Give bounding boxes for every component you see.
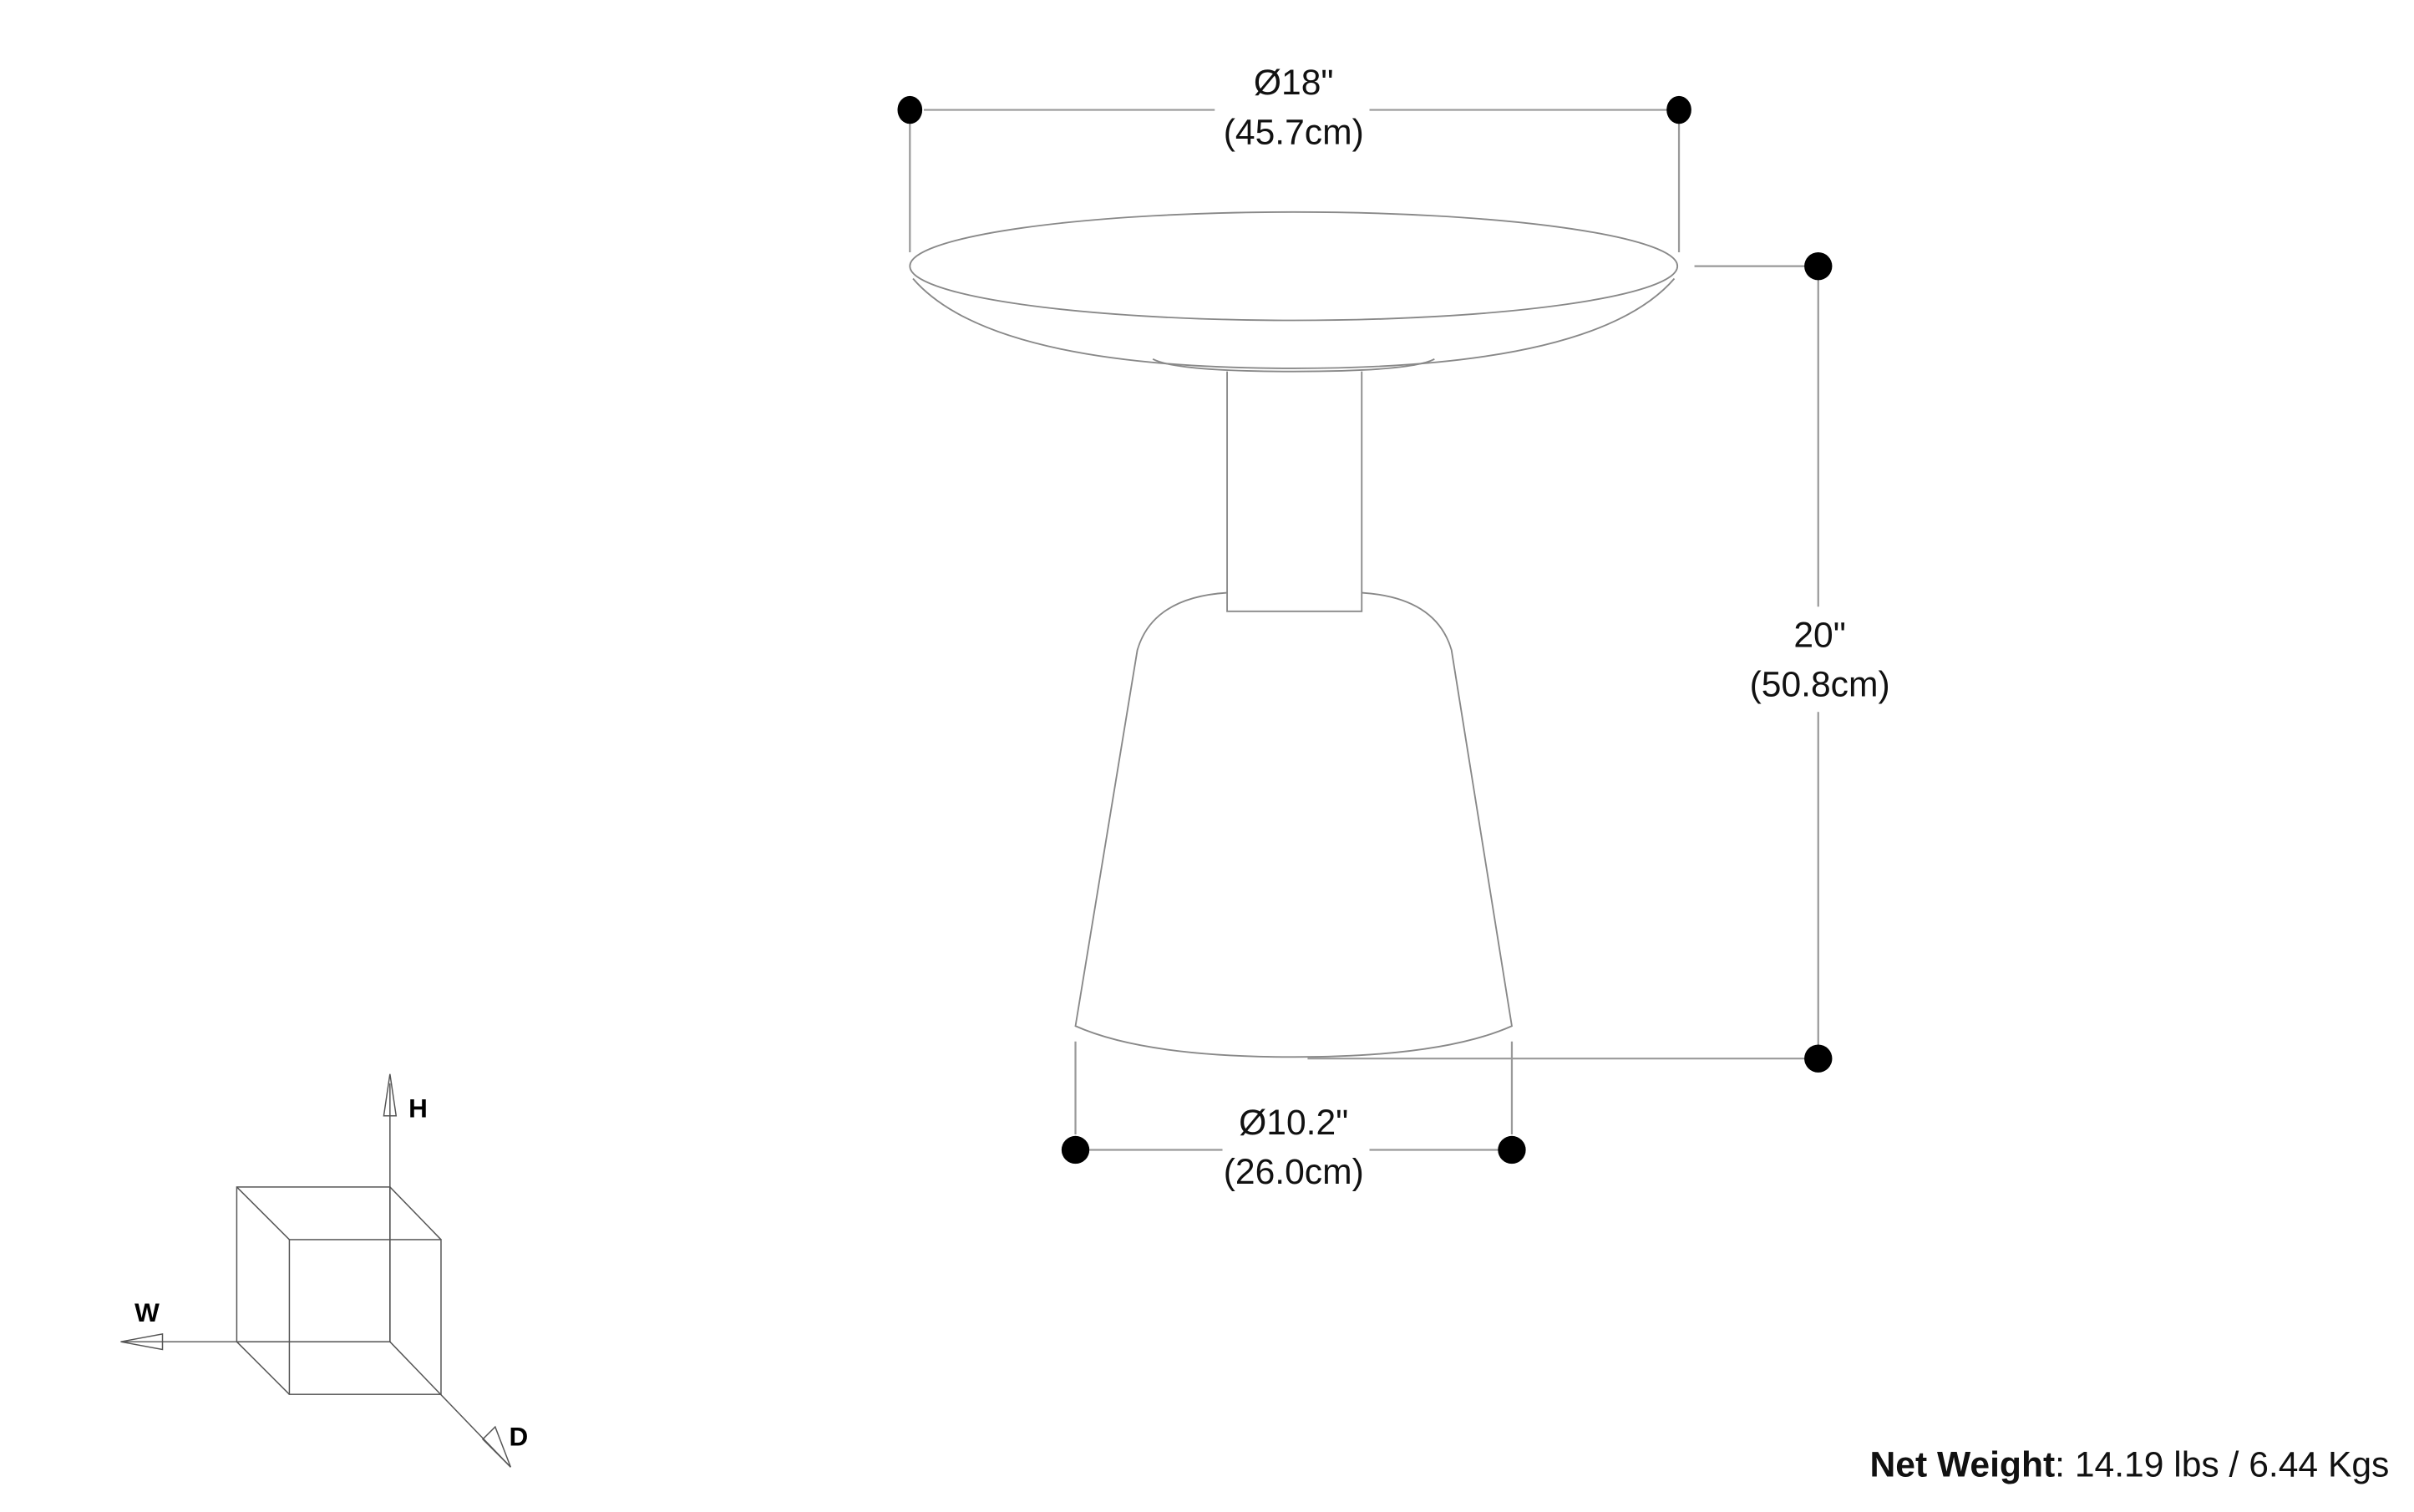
dimension-dot <box>1804 1044 1833 1073</box>
net-weight: Net Weight: 14.19 lbs / 6.44 Kgs <box>1870 1444 2390 1484</box>
net-weight-value: : 14.19 lbs / 6.44 Kgs <box>2055 1444 2389 1484</box>
column <box>1226 371 1363 612</box>
top-diameter-metric: (45.7cm) <box>1224 112 1364 152</box>
axis-label-d: D <box>509 1421 528 1451</box>
d-arrow-icon <box>481 1425 512 1468</box>
dimension-dot <box>1061 1135 1090 1164</box>
height-metric: (50.8cm) <box>1750 665 1890 705</box>
table-drawing <box>909 211 1679 1058</box>
base-diameter-dimension: Ø10.2" (26.0cm) <box>1061 1041 1526 1192</box>
tabletop-top <box>909 211 1679 322</box>
top-diameter-imperial: Ø18" <box>1254 63 1334 103</box>
dimension-dot <box>1498 1135 1526 1164</box>
dimension-dot <box>1804 251 1833 281</box>
base-diameter-imperial: Ø10.2" <box>1239 1103 1348 1143</box>
base-diameter-metric: (26.0cm) <box>1224 1152 1364 1192</box>
tabletop-bowl <box>912 277 1676 369</box>
axis-label-h: H <box>408 1093 428 1124</box>
net-weight-label: Net Weight <box>1870 1444 2056 1484</box>
top-diameter-dimension: Ø18" (45.7cm) <box>897 63 1691 252</box>
base <box>1074 591 1513 1058</box>
h-arrow-icon <box>383 1073 398 1117</box>
tabletop-underside-ring <box>1152 358 1435 373</box>
axis-cube-icon: H W D <box>120 1073 528 1468</box>
dimension-dot <box>897 95 923 124</box>
w-arrow-icon <box>120 1333 164 1351</box>
height-dimension: 20" (50.8cm) <box>1307 251 1890 1073</box>
dimension-dot <box>1666 95 1691 124</box>
height-imperial: 20" <box>1793 615 1846 655</box>
axis-label-w: W <box>134 1297 160 1327</box>
